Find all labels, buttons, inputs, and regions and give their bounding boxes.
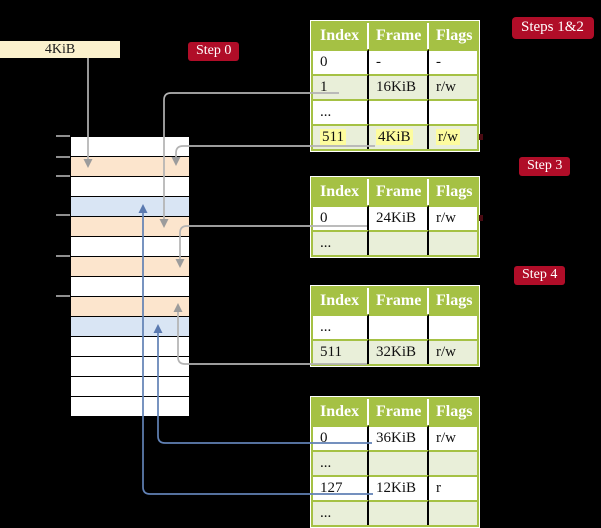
address-tick — [56, 214, 70, 216]
table-cell — [429, 314, 477, 339]
column-header: Index — [313, 179, 369, 205]
table-cell: ... — [313, 99, 369, 124]
table-cell — [369, 500, 429, 525]
address-tick — [56, 135, 70, 137]
highlight-text: 4KiB — [376, 129, 413, 145]
table-cell — [429, 99, 477, 124]
column-header: Frame — [369, 23, 429, 49]
memory-frame-row-white — [71, 357, 189, 377]
memory-frame-row-blue — [71, 197, 189, 217]
address-tick — [56, 255, 70, 257]
table-cell: 12KiB — [369, 475, 429, 500]
column-header: Flags — [429, 288, 477, 314]
table-cell: r/w — [429, 205, 477, 230]
page-table-level-4: Index Frame Flags 0 36KiB r/w ... 127 12… — [310, 396, 480, 528]
memory-frame-row-white — [71, 337, 189, 357]
table-cell — [369, 314, 429, 339]
table-cell — [369, 450, 429, 475]
table-cell: r/w — [429, 74, 477, 99]
address-tick — [56, 156, 70, 158]
table-cell-highlighted: r/w — [429, 124, 477, 149]
column-header: Flags — [429, 399, 477, 425]
memory-frame-row-peach — [71, 157, 189, 177]
badge-steps-1-2: Steps 1&2 — [512, 17, 594, 39]
column-header: Flags — [429, 179, 477, 205]
page-table-level-3: Index Frame Flags ... 511 32KiB r/w — [310, 285, 480, 367]
table-cell: 0 — [313, 425, 369, 450]
table-cell — [429, 230, 477, 255]
memory-frame-row-blue — [71, 317, 189, 337]
table-cell: ... — [313, 450, 369, 475]
table-cell-highlighted: 4KiB — [369, 124, 429, 149]
badge-step-3: Step 3 — [519, 157, 571, 176]
table-cell-highlighted: 511 — [313, 124, 369, 149]
table-cell: 127 — [313, 475, 369, 500]
badge-step-4: Step 4 — [514, 266, 566, 285]
table-cell: 0 — [313, 49, 369, 74]
memory-frame-row-white — [71, 237, 189, 257]
table-cell: r/w — [429, 425, 477, 450]
column-header: Index — [313, 23, 369, 49]
memory-frame-row-peach — [71, 297, 189, 317]
highlight-text: r/w — [436, 129, 460, 145]
column-header: Frame — [369, 288, 429, 314]
highlight-text: 511 — [320, 129, 346, 145]
table-cell: 511 — [313, 339, 369, 364]
column-header: Index — [313, 288, 369, 314]
column-header: Index — [313, 399, 369, 425]
table-cell: - — [369, 49, 429, 74]
table-cell: 32KiB — [369, 339, 429, 364]
table-cell — [369, 230, 429, 255]
table-cell — [369, 99, 429, 124]
table-cell — [429, 450, 477, 475]
frame-size-box: 4KiB — [0, 41, 120, 58]
memory-frame-row-white — [71, 177, 189, 197]
table-cell: r — [429, 475, 477, 500]
memory-frame-row-peach — [71, 217, 189, 237]
address-tick — [56, 175, 70, 177]
memory-frame-row-peach — [71, 257, 189, 277]
page-table-level-2: Index Frame Flags 0 24KiB r/w ... — [310, 176, 480, 258]
column-header: Flags — [429, 23, 477, 49]
memory-frame-row-white — [71, 277, 189, 297]
table-cell — [429, 500, 477, 525]
table-cell: 1 — [313, 74, 369, 99]
physical-memory-stack — [70, 136, 190, 417]
table-cell: r/w — [429, 339, 477, 364]
table-cell: 24KiB — [369, 205, 429, 230]
column-header: Frame — [369, 179, 429, 205]
table-cell: ... — [313, 500, 369, 525]
table-cell: 0 — [313, 205, 369, 230]
table-cell: 36KiB — [369, 425, 429, 450]
memory-frame-row-white — [71, 377, 189, 397]
table-cell: ... — [313, 230, 369, 255]
column-header: Frame — [369, 399, 429, 425]
badge-step-0: Step 0 — [188, 42, 240, 61]
address-tick — [56, 295, 70, 297]
table-cell: ... — [313, 314, 369, 339]
memory-frame-row-white — [71, 137, 189, 157]
page-table-root: Index Frame Flags 0 - - 1 16KiB r/w ... … — [310, 20, 480, 152]
table-cell: - — [429, 49, 477, 74]
table-cell: 16KiB — [369, 74, 429, 99]
memory-frame-row-white — [71, 397, 189, 416]
